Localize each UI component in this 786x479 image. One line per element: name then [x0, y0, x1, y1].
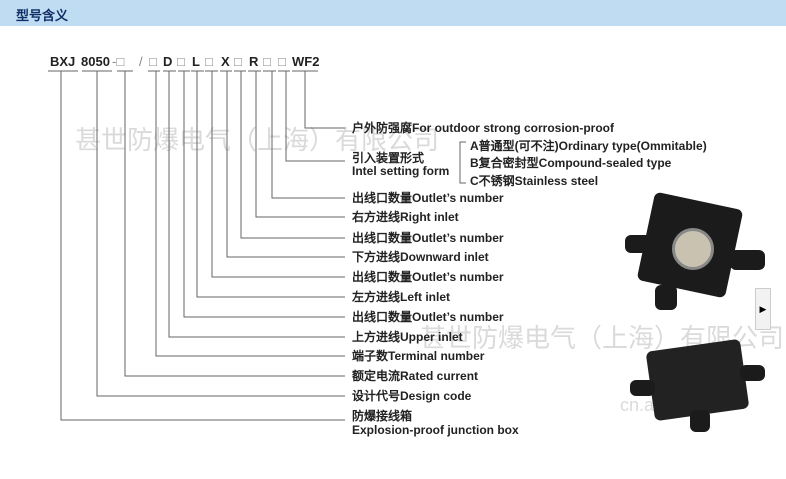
code-box: -□	[112, 54, 125, 69]
code-box: □	[149, 54, 157, 69]
code-d: D	[163, 54, 173, 69]
label-intel-cn: 引入装置形式	[352, 151, 425, 165]
label-box-en: Explosion-proof junction box	[352, 423, 519, 437]
label-upper-inlet: 上方进线Upper inlet	[352, 330, 463, 344]
section-title: 型号含义	[16, 8, 69, 23]
label-intel-en: Intel setting form	[352, 164, 450, 178]
label-outlet: 出线口数量Outlet’s number	[352, 270, 504, 284]
label-outdoor: 户外防强腐For outdoor strong corrosion-proof	[352, 121, 614, 135]
code-l: L	[192, 54, 200, 69]
code-box: □	[234, 54, 242, 69]
code-box: □	[205, 54, 213, 69]
label-left-inlet: 左方进线Left inlet	[352, 290, 450, 304]
code-bxj: BXJ	[50, 54, 76, 69]
label-design-code: 设计代号Design code	[352, 389, 472, 403]
code-slash: /	[139, 54, 143, 69]
section-header: 型号含义	[0, 0, 786, 26]
label-rated-current: 额定电流Rated current	[352, 369, 479, 383]
watermark: 甚世防爆电气（上海）有限公司	[75, 125, 440, 155]
option-a: A普通型(可不注)Ordinary type(Ommitable)	[470, 139, 707, 153]
option-b: B复合密封型Compound-sealed type	[470, 156, 672, 170]
code-x: X	[221, 54, 230, 69]
code-box: □	[177, 54, 185, 69]
scroll-right-button[interactable]: ▶	[755, 288, 771, 330]
option-c: C不锈钢Stainless steel	[470, 174, 599, 188]
label-box-cn: 防爆接线箱	[352, 409, 413, 423]
label-outlet: 出线口数量Outlet’s number	[352, 191, 504, 205]
label-terminal-number: 端子数Terminal number	[352, 349, 485, 363]
code-r: R	[249, 54, 259, 69]
code-box: □	[263, 54, 271, 69]
label-outlet: 出线口数量Outlet’s number	[352, 310, 504, 324]
label-right-inlet: 右方进线Right inlet	[352, 210, 459, 224]
label-downward-inlet: 下方进线Downward inlet	[352, 250, 489, 264]
code-box: □	[278, 54, 286, 69]
code-8050: 8050	[81, 54, 110, 69]
label-outlet: 出线口数量Outlet’s number	[352, 231, 504, 245]
code-wf2: WF2	[292, 54, 320, 69]
